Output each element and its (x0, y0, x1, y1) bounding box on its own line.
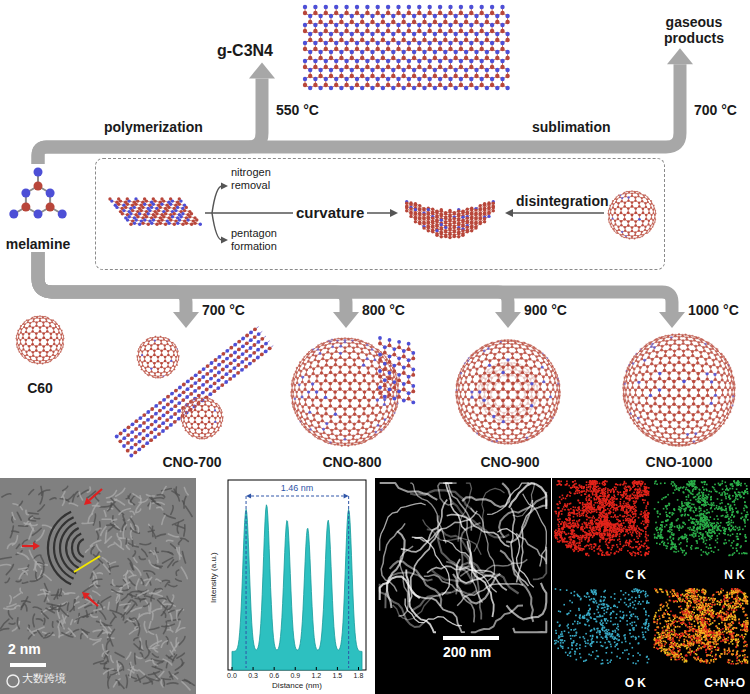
figure-page: {"diagram":{ "nodes":[ {"text":["g-C3N4"… (0, 0, 750, 694)
